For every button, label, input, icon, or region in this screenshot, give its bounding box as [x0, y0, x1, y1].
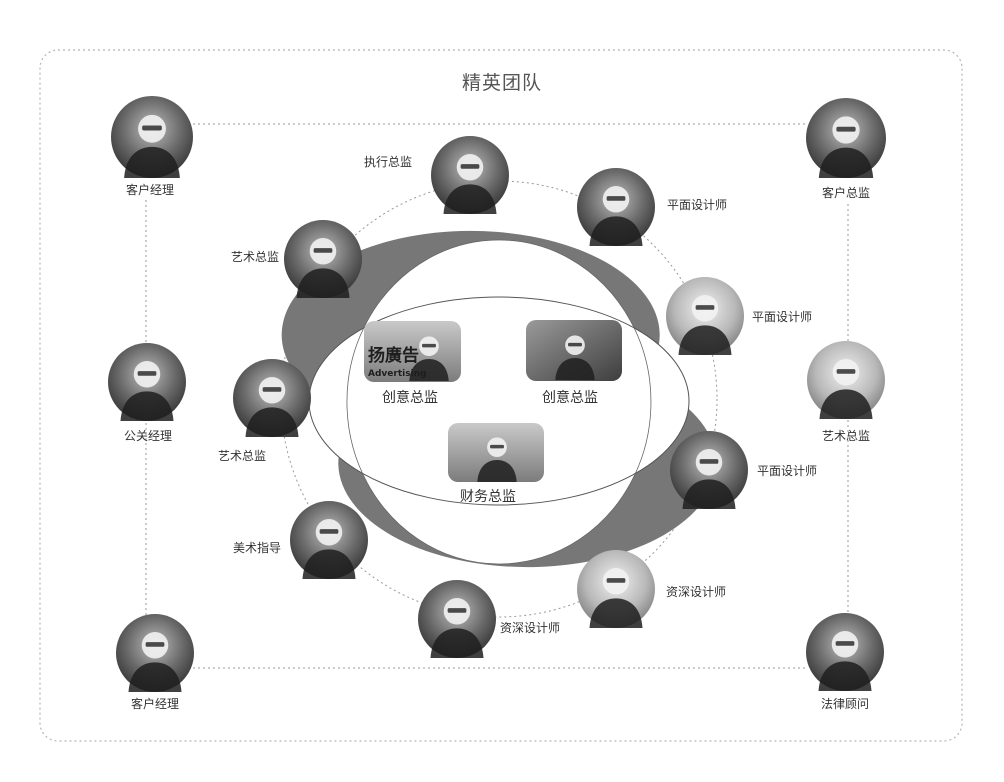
avatar-bottom-right — [806, 613, 884, 691]
label-art-director-upper: 艺术总监 — [230, 250, 279, 264]
label-creative-director-left: 创意总监 — [382, 390, 438, 406]
avatar-top-right — [806, 98, 886, 178]
avatar-bottom-left — [116, 614, 194, 692]
avatar-graphic-designer-3 — [670, 431, 748, 509]
label-mid-left: 公关经理 — [123, 429, 173, 443]
photo-brand-text: 扬廣告 — [368, 345, 419, 366]
label-senior-designer-bottom: 资深设计师 — [500, 621, 561, 635]
label-senior-designer-right: 资深设计师 — [666, 585, 727, 599]
avatar-top-left — [111, 96, 193, 178]
label-finance-director: 财务总监 — [460, 489, 516, 505]
photo-sub-text: Advertising — [368, 369, 427, 379]
avatar-exec-director — [431, 136, 509, 214]
label-art-guidance: 美术指导 — [232, 541, 281, 555]
outer-frame — [39, 49, 963, 742]
photo-finance-director — [448, 423, 544, 482]
avatar-art-director-lower — [233, 359, 311, 437]
label-graphic-designer-1: 平面设计师 — [667, 198, 728, 212]
label-bottom-left: 客户经理 — [130, 697, 180, 711]
avatar-senior-designer-right — [577, 550, 655, 628]
label-mid-right: 艺术总监 — [821, 429, 871, 443]
label-top-right: 客户总监 — [821, 186, 871, 200]
label-bottom-right: 法律顾问 — [820, 697, 870, 711]
avatar-graphic-designer-1 — [577, 168, 655, 246]
photo-creative-director-right — [526, 320, 622, 381]
label-top-left: 客户经理 — [125, 183, 175, 197]
avatar-art-director-upper — [284, 220, 362, 298]
avatar-senior-designer-bottom — [418, 580, 496, 658]
photo-creative-director-left: 扬廣告 Advertising — [364, 321, 461, 382]
avatar-graphic-designer-2 — [666, 277, 744, 355]
label-graphic-designer-3: 平面设计师 — [757, 464, 818, 478]
avatar-mid-left — [108, 343, 186, 421]
avatar-mid-right — [807, 341, 885, 419]
label-exec-director: 执行总监 — [363, 155, 412, 169]
label-creative-director-right: 创意总监 — [542, 390, 598, 406]
label-art-director-lower: 艺术总监 — [217, 449, 266, 463]
corner-connectors — [145, 123, 849, 669]
diagram-title: 精英团队 — [461, 72, 542, 94]
avatar-art-guidance — [290, 501, 368, 579]
label-graphic-designer-2: 平面设计师 — [752, 310, 813, 324]
